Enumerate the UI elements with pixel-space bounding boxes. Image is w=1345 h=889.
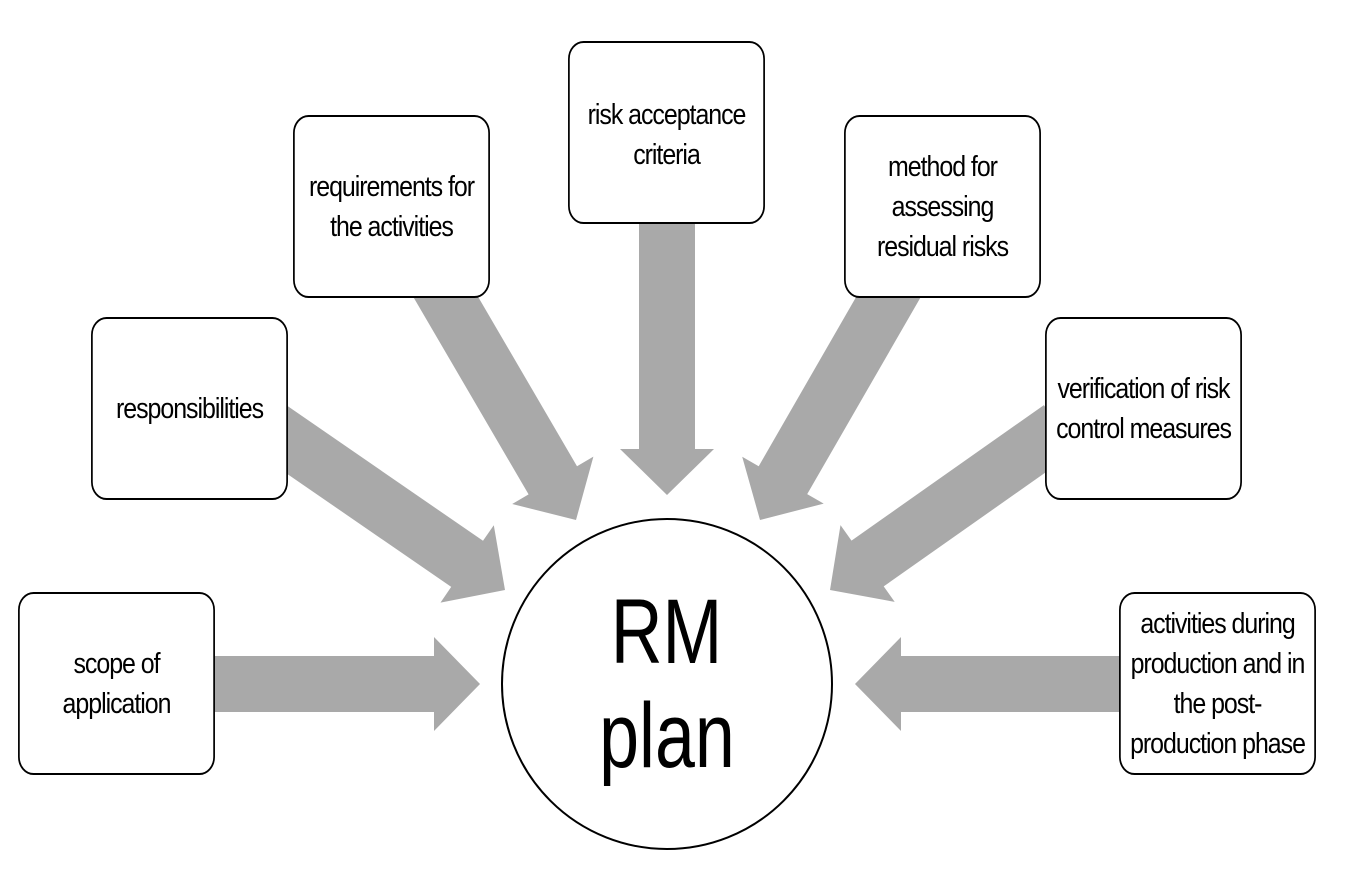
box-label: requirements for the activities [308,170,475,243]
arrow-residual [742,256,929,520]
rm-plan-circle: RM plan [501,518,833,850]
box-requirements-for-activities: requirements for the activities [293,115,490,298]
box-label: risk acceptance criteria [587,99,747,171]
box-label: activities during production and in the … [1130,607,1306,760]
arrow-scope [200,637,480,731]
arrow-production [855,637,1130,731]
box-label: verification of risk control measures [1056,372,1232,445]
box-scope-of-application: scope of application [18,592,215,775]
arrow-requirements [405,255,594,520]
box-label: method for assessing residual risks [876,150,1009,263]
center-title-line2: plan [599,685,735,787]
box-verification-risk-control: verification of risk control measures [1045,317,1242,500]
arrow-responsibilities [254,404,505,603]
center-title-line1: RM [611,581,723,683]
box-method-residual-risks: method for assessing residual risks [844,115,1041,298]
box-label: responsibilities [115,392,264,425]
box-production-post-production: activities during production and in the … [1119,592,1316,775]
box-risk-acceptance-criteria: risk acceptance criteria [568,41,765,224]
arrow-verification [830,405,1077,602]
box-label: scope of application [62,647,172,720]
box-responsibilities: responsibilities [91,317,288,500]
arrow-acceptance [620,200,714,495]
